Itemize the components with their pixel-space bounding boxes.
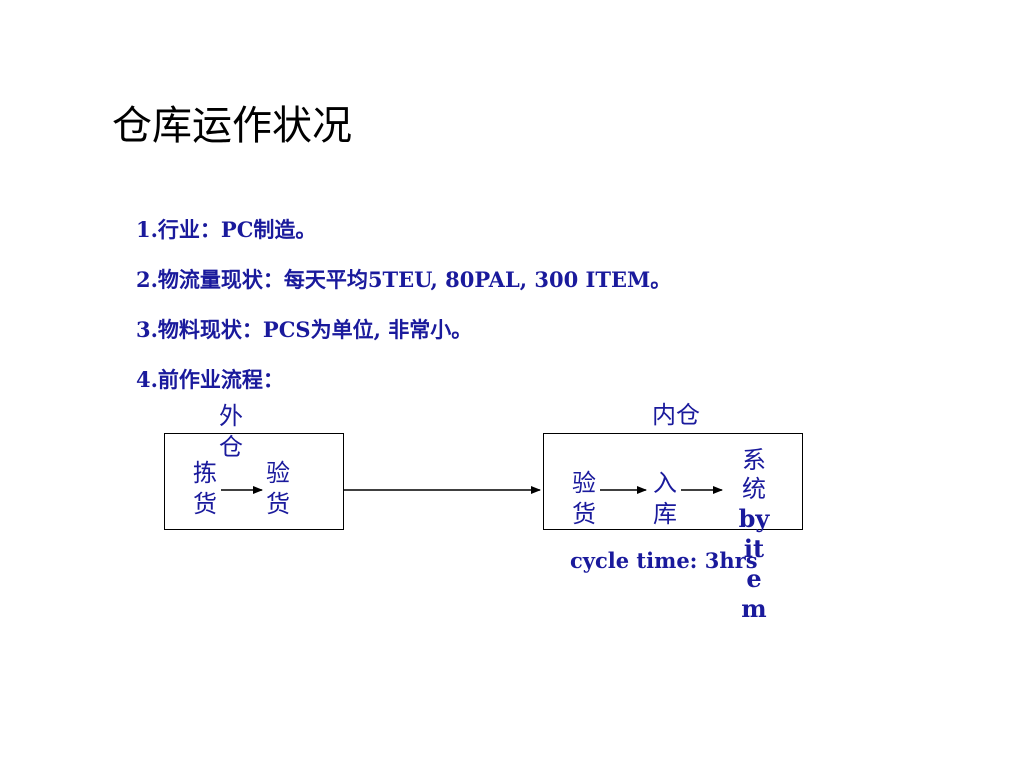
inner-step-storage: 入库 [653, 469, 677, 528]
inner-step-inspection: 验货 [572, 469, 596, 528]
outer-step-picking: 拣货 [193, 459, 217, 518]
bullet-list: 1.行业：PC制造。 2.物流量现状：每天平均5TEU, 80PAL, 300 … [136, 214, 671, 414]
system-label-en: by item [738, 504, 770, 623]
bullet-item-process: 4.前作业流程： [136, 367, 284, 392]
outer-warehouse-box [164, 433, 344, 530]
bullet-item-volume: 2.物流量现状：每天平均5TEU, 80PAL, 300 ITEM。 [136, 267, 672, 292]
cycle-time-label: cycle time: 3hrs [570, 548, 758, 573]
outer-warehouse-label: 外仓 [219, 402, 243, 461]
page-title: 仓库运作状况 [112, 103, 352, 149]
inner-warehouse-label: 内仓 [652, 401, 700, 429]
system-by-item-label: 系统by item [738, 446, 770, 624]
bullet-item-material: 3.物料现状：PCS为单位, 非常小。 [136, 317, 473, 342]
inner-warehouse-box [543, 433, 803, 530]
system-label-cn: 系统 [742, 446, 766, 503]
outer-step-inspection: 验货 [266, 459, 290, 518]
bullet-item-industry: 1.行业：PC制造。 [136, 217, 317, 242]
